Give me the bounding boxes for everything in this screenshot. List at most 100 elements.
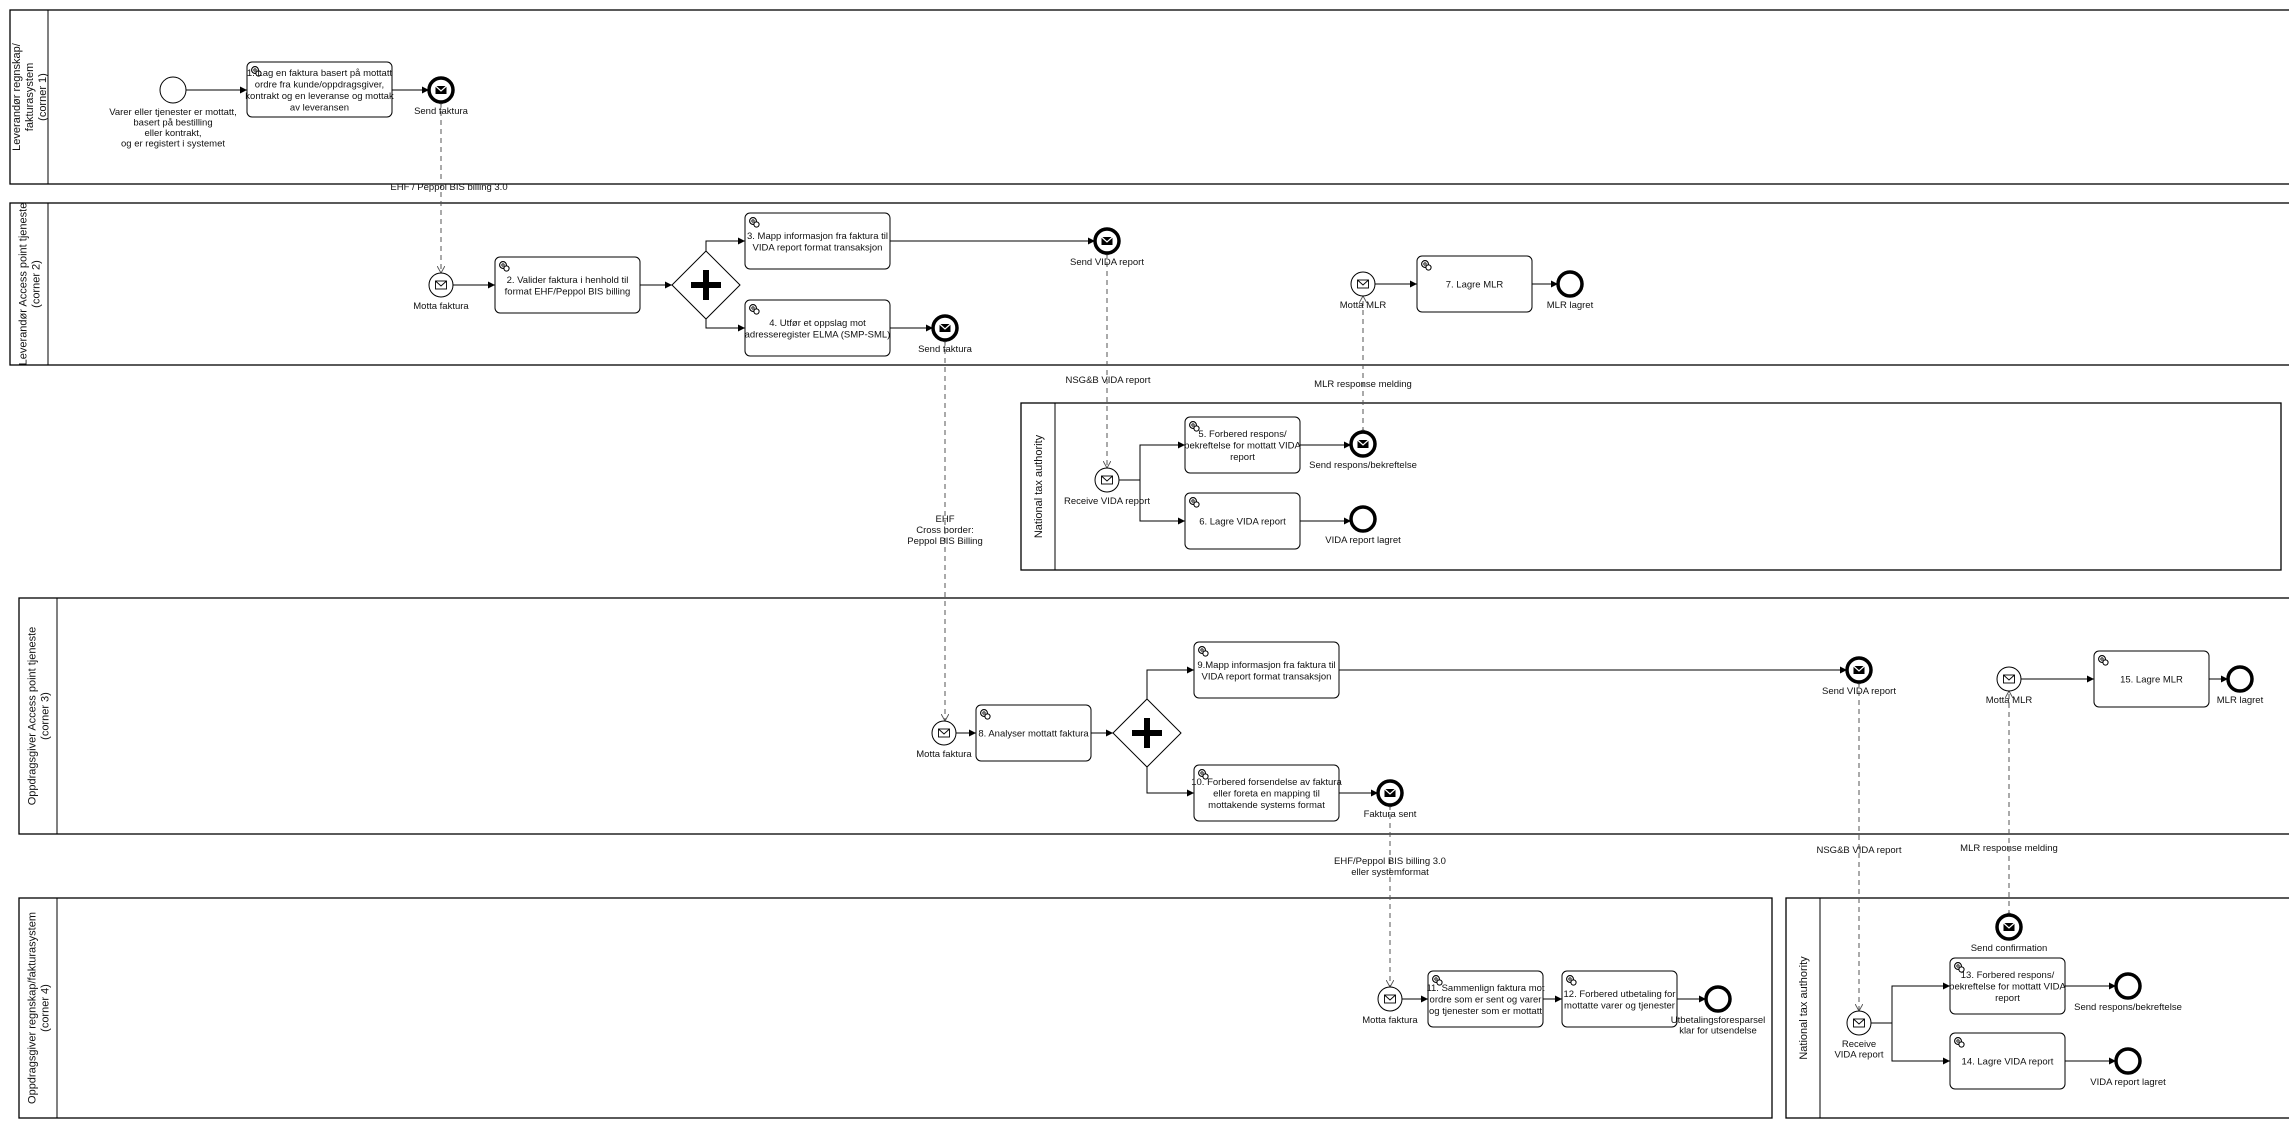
event-end[interactable] <box>1349 505 1377 533</box>
envelope-icon <box>1384 789 1396 797</box>
task-t8[interactable]: 8. Analyser mottatt faktura <box>975 704 1092 762</box>
event-end-message[interactable] <box>931 314 959 342</box>
event-end[interactable] <box>1704 985 1732 1013</box>
event-label-line: klar for utsendelse <box>1679 1026 1757 1037</box>
task-label-line: bekreftelse for mottatt VIDA <box>1184 441 1301 452</box>
envelope-icon <box>1357 279 1369 289</box>
event-end[interactable] <box>2114 1047 2142 1075</box>
parallel-gateway[interactable] <box>1112 698 1182 768</box>
event-end-message[interactable] <box>427 76 455 104</box>
task-box[interactable] <box>1193 641 1340 699</box>
event-circle[interactable] <box>1556 270 1584 298</box>
event-circle[interactable] <box>2114 1047 2142 1075</box>
event-label: Send VIDA report <box>1070 257 1144 268</box>
event-label: Send VIDA report <box>1822 686 1896 697</box>
event-end[interactable] <box>2226 665 2254 693</box>
task-box[interactable] <box>1949 1032 2066 1090</box>
task-box[interactable] <box>1184 492 1301 550</box>
envelope-icon <box>1384 994 1396 1004</box>
task-label-line: ordre fra kunde/oppdragsgiver, <box>255 79 384 90</box>
task-box[interactable] <box>975 704 1092 762</box>
envelope-flap <box>435 85 447 92</box>
task-t5[interactable]: 5. Forbered respons/bekreftelse for mott… <box>1184 416 1302 474</box>
envelope-icon <box>1101 237 1113 245</box>
envelope-flap <box>1357 439 1369 446</box>
event-circle[interactable] <box>2114 972 2142 1000</box>
event-end-message[interactable] <box>1349 430 1377 458</box>
event-label: Send faktura <box>414 106 469 117</box>
event-end-message[interactable] <box>1995 913 2023 941</box>
task-box[interactable] <box>1193 764 1340 822</box>
event-label-line: Motta MLR <box>1986 695 2033 706</box>
task-box[interactable] <box>1561 970 1678 1028</box>
event-catch-message[interactable] <box>931 720 957 746</box>
task-t7[interactable]: 7. Lagre MLR <box>1416 255 1533 313</box>
event-label: VIDA report lagret <box>2090 1077 2166 1088</box>
task-box[interactable] <box>1184 416 1301 474</box>
event-catch-message[interactable] <box>1350 271 1376 297</box>
message-flow-label: NSG&B VIDA report <box>1816 845 1901 856</box>
event-circle[interactable] <box>1349 505 1377 533</box>
event-end-message[interactable] <box>1093 227 1121 255</box>
event-catch-message[interactable] <box>428 272 454 298</box>
event-circle[interactable] <box>2226 665 2254 693</box>
event-end[interactable] <box>2114 972 2142 1000</box>
event-circle[interactable] <box>159 76 187 104</box>
task-label-line: 13. Forbered respons/ <box>1961 970 2055 981</box>
task-box[interactable] <box>494 256 641 314</box>
event-start[interactable] <box>159 76 187 104</box>
pool-label-line: (corner 3) <box>40 692 52 740</box>
envelope-icon <box>938 728 950 738</box>
event-label-line: VIDA report lagret <box>2090 1077 2166 1088</box>
event-catch-message[interactable] <box>1377 986 1403 1012</box>
task-box[interactable] <box>744 299 891 357</box>
task-label-line: adresseregister ELMA (SMP-SML) <box>745 329 891 340</box>
task-t14[interactable]: 14. Lagre VIDA report <box>1949 1032 2066 1090</box>
event-label-line: Receive VIDA report <box>1064 496 1150 507</box>
task-t15[interactable]: 15. Lagre MLR <box>2093 650 2210 708</box>
event-catch-message[interactable] <box>1846 1010 1872 1036</box>
task-box[interactable] <box>246 61 393 118</box>
task-box[interactable] <box>2093 650 2210 708</box>
event-catch-message[interactable] <box>1996 666 2022 692</box>
pool-label-line: (corner 4) <box>40 984 52 1032</box>
event-label: Faktura sent <box>1364 809 1417 820</box>
event-label-line: Motta MLR <box>1340 300 1387 311</box>
task-t13[interactable]: 13. Forbered respons/bekreftelse for mot… <box>1949 957 2067 1015</box>
event-end-message[interactable] <box>1845 656 1873 684</box>
event-end[interactable] <box>1556 270 1584 298</box>
envelope-icon <box>939 324 951 332</box>
task-box[interactable] <box>1949 957 2066 1015</box>
task-label-line: kontrakt og en leveranse og mottak <box>245 91 394 102</box>
event-circle[interactable] <box>1704 985 1732 1013</box>
event-catch-message[interactable] <box>1094 467 1120 493</box>
gateway-plus-icon <box>691 270 721 300</box>
parallel-gateway[interactable] <box>671 250 741 320</box>
message-flow-label: MLR response melding <box>1960 843 2058 854</box>
event-end-message[interactable] <box>1376 779 1404 807</box>
task-box[interactable] <box>1427 970 1544 1028</box>
event-label-line: Send confirmation <box>1971 943 2048 954</box>
envelope-icon <box>1853 666 1865 674</box>
event-label-line: Send respons/bekreftelse <box>2074 1002 2182 1013</box>
task-box[interactable] <box>744 212 891 270</box>
sequence-flow <box>1139 480 1185 525</box>
task-box[interactable] <box>1416 255 1533 313</box>
envelope-flap <box>1384 788 1396 795</box>
task-t6[interactable]: 6. Lagre VIDA report <box>1184 492 1301 550</box>
task-label-line: 12. Forbered utbetaling for <box>1564 989 1676 1000</box>
envelope-flap <box>1101 475 1113 482</box>
task-label-line: format EHF/Peppol BIS billing <box>505 286 631 297</box>
